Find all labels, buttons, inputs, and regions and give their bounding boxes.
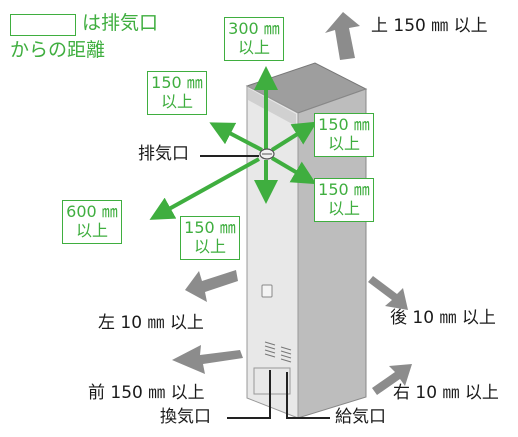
top-clearance-arrow xyxy=(325,12,360,60)
front-panel-knob xyxy=(261,284,273,298)
supply-vent-label: 給気口 xyxy=(335,407,386,427)
exhaust-right-up-arrow xyxy=(270,121,318,152)
back-clearance-arrow xyxy=(368,276,408,310)
leader-lines xyxy=(200,155,330,419)
exhaust-distance-arrows xyxy=(149,66,318,220)
legend-sample-box xyxy=(10,14,76,36)
exhaust-left-far-arrow xyxy=(149,157,260,220)
exhaust-right-down-arrow xyxy=(270,156,317,185)
top-clearance-label: 上 150 ㎜ 以上 xyxy=(371,16,488,36)
right-clearance-arrow xyxy=(372,364,412,395)
right-clearance-label: 右 10 ㎜ 以上 xyxy=(393,383,499,403)
intake-vent-label: 換気口 xyxy=(160,407,211,427)
front-clearance-arrow xyxy=(172,345,243,374)
legend-line1: は排気口 xyxy=(82,12,159,34)
front-clearance-label: 前 150 ㎜ 以上 xyxy=(88,383,205,403)
lower-vents xyxy=(264,341,292,363)
left-clearance-label: 左 10 ㎜ 以上 xyxy=(98,313,204,333)
clearance-arrows xyxy=(172,12,412,395)
exhaust-left-up-arrow xyxy=(209,122,263,152)
left-clearance-arrow xyxy=(185,270,238,302)
legend-line2: からの距離 xyxy=(10,39,106,61)
back-clearance-label: 後 10 ㎜ 以上 xyxy=(390,308,496,328)
exhaust-port-label: 排気口 xyxy=(138,144,189,164)
